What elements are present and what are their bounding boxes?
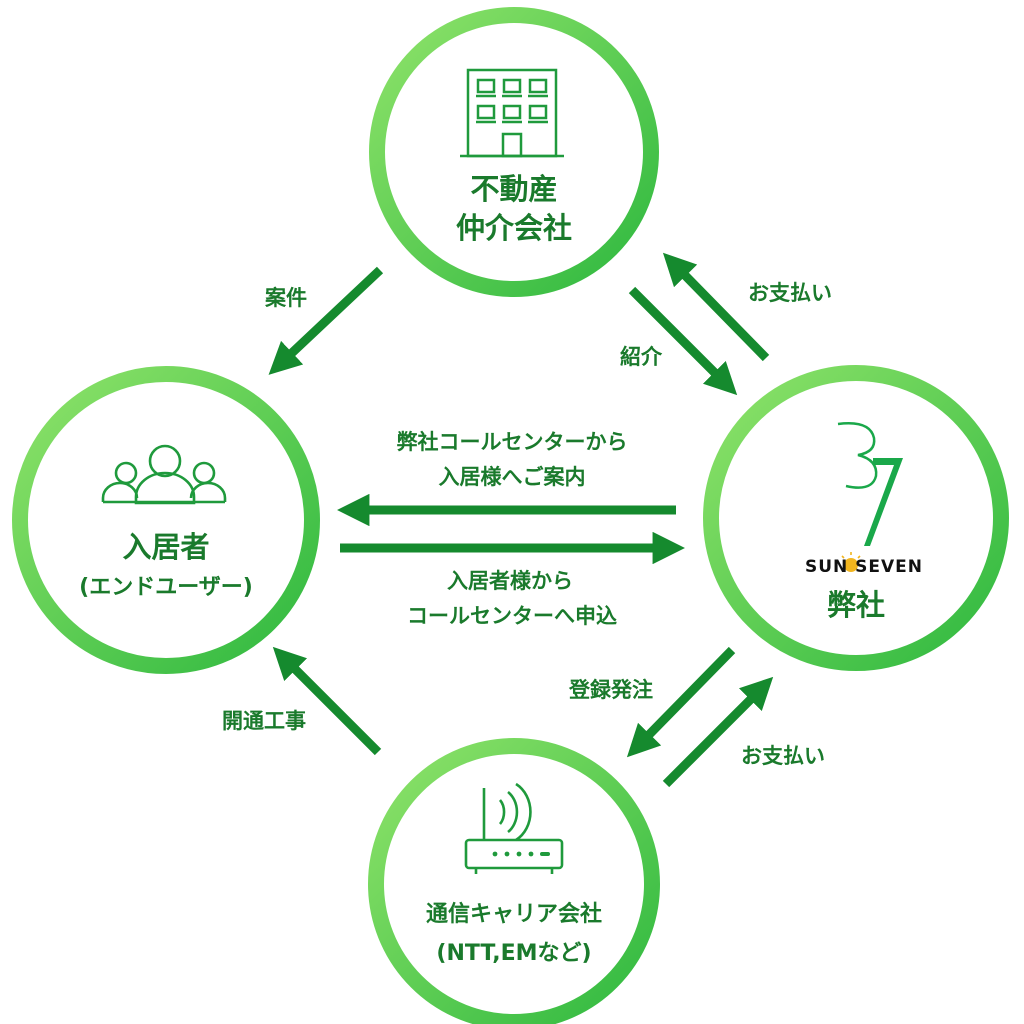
flow-label-order: 登録発注 [568,678,653,702]
arrow-carrier-to-resident [272,646,382,756]
sun-icon [844,558,858,572]
carrier-label-line1: 通信キャリア会社 [426,901,602,927]
flow-label-construction: 開通工事 [222,709,306,733]
building-icon [460,68,564,158]
carrier-label-line2: (NTT,EMなど) [436,941,591,966]
arrow-company-to-carrier [626,646,736,758]
arrow-carrier-to-company [662,676,774,788]
arrow-agency-to-company [628,286,738,396]
company-label: 弊社 [827,588,885,622]
company-circle [703,365,1009,671]
flow-label-apply-line2: コールセンターへ申込 [407,604,617,628]
flow-label-anken: 案件 [264,286,307,310]
resident-label-line2: (エンドユーザー) [79,575,253,600]
router-icon [464,782,564,874]
flow-label-shoukai: 紹介 [620,345,663,369]
flow-label-payment-bottom: お支払い [741,744,825,768]
agency-circle [369,7,659,297]
flow-label-payment-top: お支払い [748,281,832,305]
arrow-company-to-agency [662,252,770,362]
users-icon [101,444,227,505]
agency-label-line1: 不動産 [470,172,557,206]
logo-text: SUN SEVEN [805,557,923,577]
arrow-agency-to-resident [268,266,384,375]
agency-label-line2: 仲介会社 [456,211,572,245]
flow-label-guide-line1: 弊社コールセンターから [397,430,628,454]
sun-seven-logo: SUN SEVEN [805,422,923,577]
resident-label-line1: 入居者 [122,530,209,564]
resident-circle [12,366,320,674]
flow-label-apply-line1: 入居者様から [447,569,573,593]
flow-label-guide-line2: 入居様へご案内 [439,465,586,489]
router-lights [492,851,550,857]
carrier-circle [368,738,660,1024]
